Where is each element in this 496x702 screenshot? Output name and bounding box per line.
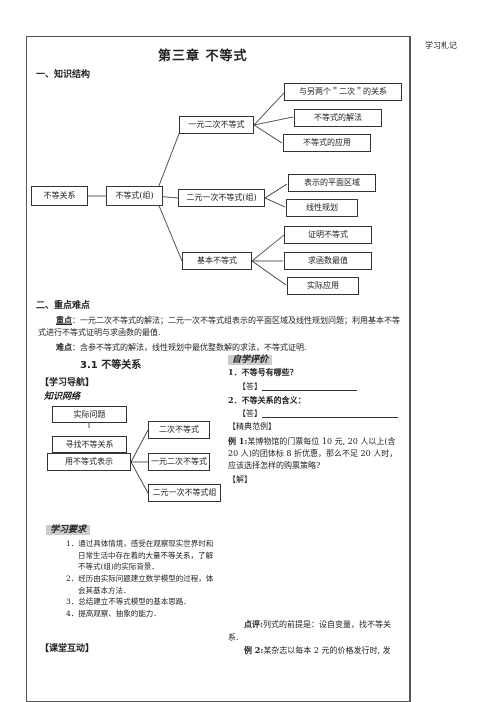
node-quadratic: 一元二次不等式 xyxy=(179,116,254,134)
answer-1-label: 【答】 xyxy=(238,382,262,391)
key-points: 重点：一元二次不等式的解法；二元一次不等式组表示的平面区域及线性规划问题；利用基… xyxy=(38,315,400,338)
comment-text: 列式的前提是：设自变量，找不等关系. xyxy=(228,620,391,642)
example-1-text: 某博物馆的门票每位 10 元, 20 人以上(含 20 人)的团体标 8 折优惠… xyxy=(228,437,398,470)
flow-step-2: 寻找不等关系 xyxy=(52,436,127,453)
answer-2-blank xyxy=(262,417,398,419)
requirement-item: 4．提高观察、抽象的能力． xyxy=(66,608,161,618)
flow-step-1: 实际问题 xyxy=(52,406,127,423)
learning-guide: 【学习导航】 xyxy=(40,378,95,388)
node-inequality-group: 不等式(组) xyxy=(106,186,163,206)
requirement-item: 2．经历由实际问题建立数学模型的过程，体会其基本方法． xyxy=(66,573,214,595)
node-basic-child-2: 求函数最值 xyxy=(284,252,372,270)
node-basic-child-3: 实际应用 xyxy=(287,277,359,295)
node-quad-child-1: 与另两个＂二次＂的关系 xyxy=(284,83,402,101)
question-2: 2．不等关系的含义： xyxy=(228,395,306,405)
requirement-item: 3．总结建立不等式模型的基本思路． xyxy=(66,597,191,607)
flow-step-3: 用不等式表示 xyxy=(47,453,131,471)
lesson-title: 3.1 不等关系 xyxy=(80,360,142,371)
flow-child-1: 二次不等式 xyxy=(148,421,210,439)
section1-heading: 一、知识结构 xyxy=(36,70,91,80)
example-2: 例 2:某杂志以每本 2 元的价格发行时, 发 xyxy=(244,645,400,656)
answer-1-blank xyxy=(262,390,357,392)
flow-child-2: 一元二次不等式 xyxy=(148,453,210,471)
node-basic-child-1: 证明不等式 xyxy=(284,226,372,244)
answer-2: 【答】 xyxy=(238,409,398,419)
node-lin-child-2: 线性规划 xyxy=(286,199,358,217)
hard-points: 难点：含参不等式的解法，线性规划中最优整数解的求法，不等式证明. xyxy=(56,342,400,353)
examples-heading: 【精典范例】 xyxy=(228,422,276,431)
node-root: 不等关系 xyxy=(31,186,88,206)
margin-note: 学习札记 xyxy=(425,41,457,50)
example-1: 例 1:某博物馆的门票每位 10 元, 20 人以上(含 20 人)的团体标 8… xyxy=(228,435,400,472)
example-2-text: 某杂志以每本 2 元的价格发行时, 发 xyxy=(263,646,391,655)
node-quad-child-2: 不等式的解法 xyxy=(294,109,382,127)
chapter-title: 第三章 不等式 xyxy=(158,49,248,64)
requirements-heading: 学习要求 xyxy=(46,525,91,536)
flow-child-3: 二元一次不等式组 xyxy=(148,484,221,502)
question-1: 1．不等号有哪些？ xyxy=(228,367,298,377)
solution-label: 【解】 xyxy=(228,475,252,484)
class-interaction: 【课堂互动】 xyxy=(40,644,95,654)
node-lin-child-1: 表示的平面区域 xyxy=(288,174,376,192)
answer-2-label: 【答】 xyxy=(238,409,262,418)
node-linear: 二元一次不等式(组) xyxy=(178,189,265,207)
knowledge-network: 知识网络 xyxy=(44,392,81,402)
column-divider xyxy=(410,36,411,702)
key-label: 重点 xyxy=(56,315,72,325)
example-2-label: 例 2: xyxy=(244,645,264,655)
requirements-list: 1．通过具体情境，感受在观察现实世界时和日常生活中存在着的大量不等关系，了解不等… xyxy=(66,538,216,619)
node-quad-child-3: 不等式的应用 xyxy=(283,134,371,152)
node-basic: 基本不等式 xyxy=(182,252,252,270)
answer-1: 【答】 xyxy=(238,382,357,392)
hard-text: ：含参不等式的解法，线性规划中最优整数解的求法，不等式证明. xyxy=(72,343,307,352)
hard-label: 难点 xyxy=(56,342,72,352)
example-1-label: 例 1: xyxy=(228,436,248,446)
comment-label: 点评: xyxy=(244,619,263,629)
self-eval-heading: 自学评价 xyxy=(228,355,273,366)
section2-heading: 二、重点难点 xyxy=(36,301,91,311)
requirement-item: 1．通过具体情境，感受在观察现实世界时和日常生活中存在着的大量不等关系，了解不等… xyxy=(66,539,214,572)
comment: 点评:列式的前提是：设自变量，找不等关系. xyxy=(228,618,400,645)
key-text: ：一元二次不等式的解法；二元一次不等式组表示的平面区域及线性规划问题；利用基本不… xyxy=(38,316,400,337)
